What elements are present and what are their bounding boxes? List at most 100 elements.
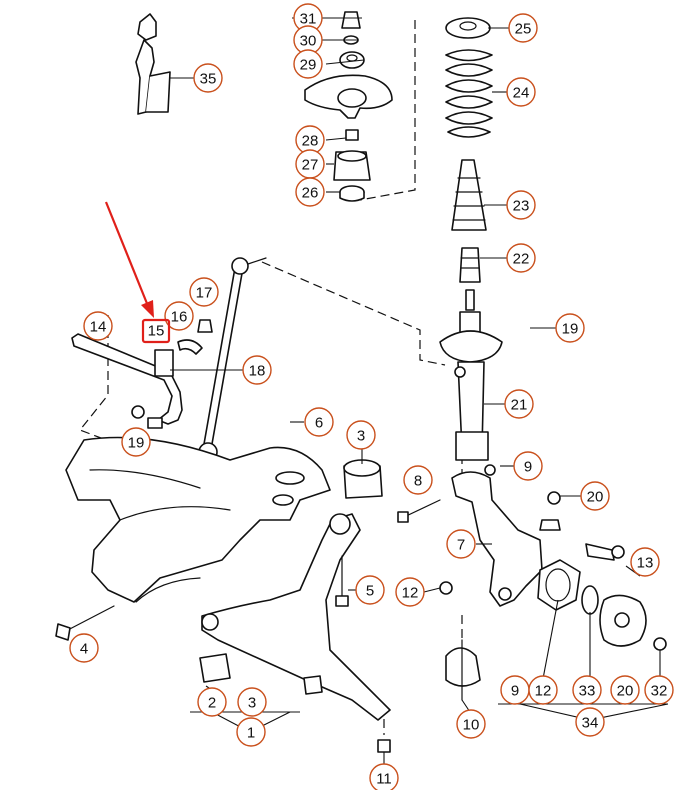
callout-c19b[interactable]: 19 xyxy=(121,427,151,457)
callout-label: 19 xyxy=(562,321,579,338)
callout-c23[interactable]: 23 xyxy=(506,190,536,220)
callout-c34[interactable]: 34 xyxy=(575,707,605,737)
callout-label: 22 xyxy=(513,251,530,268)
callout-circle xyxy=(236,717,266,747)
callout-c12a[interactable]: 12 xyxy=(395,577,425,607)
callout-label: 12 xyxy=(535,683,552,700)
callout-c7[interactable]: 7 xyxy=(446,529,476,559)
callout-label: 13 xyxy=(637,555,654,572)
callout-label: 24 xyxy=(513,85,530,102)
callout-c16[interactable]: 16 xyxy=(164,301,194,331)
callout-c32[interactable]: 32 xyxy=(644,675,674,705)
callout-c9a[interactable]: 9 xyxy=(513,451,543,481)
callout-c22[interactable]: 22 xyxy=(506,243,536,273)
callout-c19a[interactable]: 19 xyxy=(555,313,585,343)
callout-label: 9 xyxy=(511,683,519,700)
callout-circle xyxy=(528,675,558,705)
callout-c27[interactable]: 27 xyxy=(295,149,325,179)
callout-c20a[interactable]: 20 xyxy=(580,481,610,511)
callout-label: 11 xyxy=(376,771,392,788)
callout-c2[interactable]: 2 xyxy=(197,687,227,717)
callout-c25[interactable]: 25 xyxy=(508,13,538,43)
callout-c31[interactable]: 31 xyxy=(293,3,323,33)
callout-c13[interactable]: 13 xyxy=(630,547,660,577)
callout-circle xyxy=(237,687,267,717)
callout-label: 27 xyxy=(302,157,319,174)
callout-label: 29 xyxy=(300,57,317,74)
callout-label: 7 xyxy=(457,537,465,554)
callout-label: 17 xyxy=(196,285,213,302)
callout-circle xyxy=(293,49,323,79)
callout-label: 4 xyxy=(80,641,88,658)
grease-tube-part xyxy=(135,13,171,115)
spring-and-strut-top xyxy=(445,17,493,283)
callout-c20b[interactable]: 20 xyxy=(610,675,640,705)
callout-label: 16 xyxy=(171,309,188,326)
callout-c5[interactable]: 5 xyxy=(355,575,385,605)
callout-circle xyxy=(610,675,640,705)
callout-label: 33 xyxy=(579,683,596,700)
callout-c29[interactable]: 29 xyxy=(293,49,323,79)
callout-circle xyxy=(513,451,543,481)
callout-circle xyxy=(121,427,151,457)
callout-circle xyxy=(575,707,605,737)
callout-c8[interactable]: 8 xyxy=(403,465,433,495)
callout-group: 3130292827262524232219213514171618196398… xyxy=(69,3,674,790)
callout-c12b[interactable]: 12 xyxy=(528,675,558,705)
callout-circle xyxy=(355,575,385,605)
callout-label: 18 xyxy=(249,363,266,380)
part-15-highlight[interactable]: 15 xyxy=(141,318,171,344)
callout-circle xyxy=(304,407,334,437)
callout-circle xyxy=(506,190,536,220)
callout-c6[interactable]: 6 xyxy=(304,407,334,437)
callout-circle xyxy=(644,675,674,705)
callout-c21[interactable]: 21 xyxy=(504,389,534,419)
callout-c26[interactable]: 26 xyxy=(295,177,325,207)
callout-circle xyxy=(295,177,325,207)
callout-circle xyxy=(69,633,99,663)
shock-absorber-body xyxy=(439,289,503,461)
callout-c24[interactable]: 24 xyxy=(506,77,536,107)
callout-label: 20 xyxy=(587,489,604,506)
callout-c9b[interactable]: 9 xyxy=(500,675,530,705)
callout-c3a[interactable]: 3 xyxy=(346,420,376,450)
callout-c14[interactable]: 14 xyxy=(83,311,113,341)
callout-circle xyxy=(506,77,536,107)
callout-label: 9 xyxy=(524,459,532,476)
callout-label: 10 xyxy=(463,717,480,734)
callout-label: 8 xyxy=(414,473,422,490)
callout-label: 32 xyxy=(651,683,668,700)
callout-c33[interactable]: 33 xyxy=(572,675,602,705)
callout-c35[interactable]: 35 xyxy=(193,63,223,93)
callout-circle xyxy=(197,687,227,717)
callout-c28[interactable]: 28 xyxy=(295,125,325,155)
callout-circle xyxy=(508,13,538,43)
callout-circle xyxy=(346,420,376,450)
callout-label: 6 xyxy=(315,415,323,432)
part-15-label: 15 xyxy=(148,323,165,340)
callout-c3b[interactable]: 3 xyxy=(237,687,267,717)
callout-c11[interactable]: 11 xyxy=(369,763,399,790)
callout-c17[interactable]: 17 xyxy=(189,277,219,307)
callout-label: 2 xyxy=(208,695,216,712)
callout-c1[interactable]: 1 xyxy=(236,717,266,747)
highlight-arrow xyxy=(104,201,154,318)
callout-label: 34 xyxy=(582,715,599,732)
callout-c18[interactable]: 18 xyxy=(242,355,272,385)
callout-label: 14 xyxy=(90,319,107,336)
knuckle-and-hub-assembly xyxy=(377,464,667,753)
callout-label: 35 xyxy=(200,71,217,88)
callout-circle xyxy=(506,243,536,273)
subframe-and-control-arm xyxy=(55,436,391,721)
callout-c4[interactable]: 4 xyxy=(69,633,99,663)
callout-label: 23 xyxy=(513,198,530,215)
callout-label: 5 xyxy=(366,583,374,600)
callout-circle xyxy=(446,529,476,559)
callout-circle xyxy=(504,389,534,419)
callout-circle xyxy=(369,763,399,790)
callout-circle xyxy=(403,465,433,495)
callout-label: 25 xyxy=(515,21,532,38)
callout-c10[interactable]: 10 xyxy=(456,709,486,739)
